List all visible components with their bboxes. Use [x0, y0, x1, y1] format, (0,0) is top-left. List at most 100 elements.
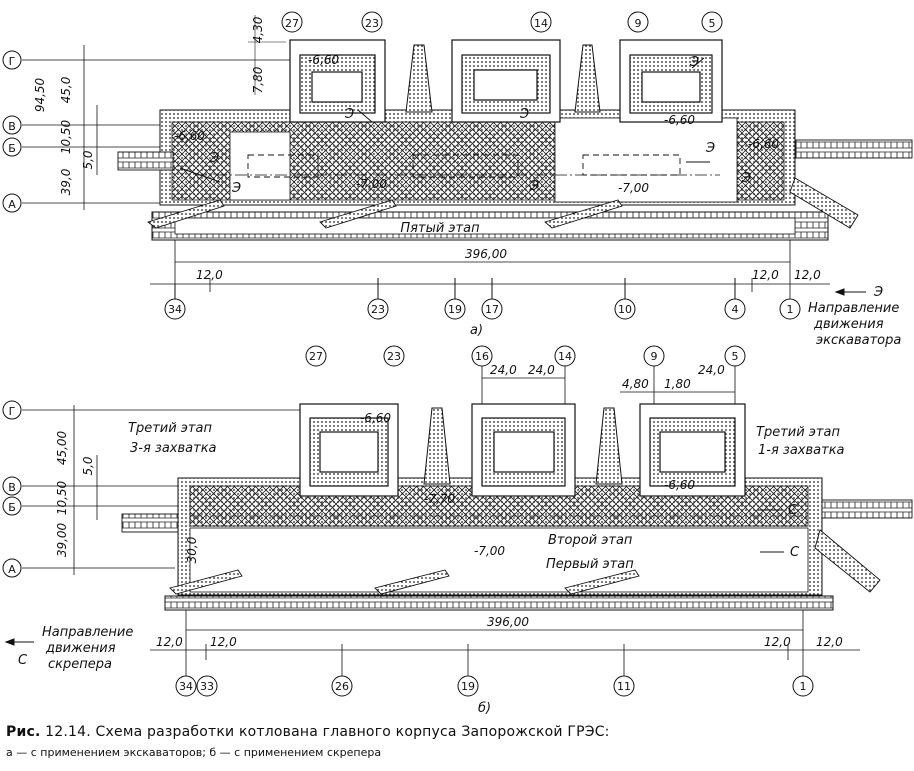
caption-title: Рис. 12.14. Схема разработки котлована г… [6, 724, 906, 740]
dim-label: 12,0 [752, 268, 779, 282]
e-mark: Э [689, 55, 699, 70]
axis-label: 16 [475, 350, 489, 363]
dim-label: 12,0 [196, 268, 223, 282]
dim-label: 10,50 [55, 480, 69, 515]
caption-subtitle: а — с применением экскаваторов; б — с пр… [6, 746, 382, 759]
e-mark: Э [529, 179, 539, 194]
axis-label: 10 [618, 303, 632, 316]
axis-label: 9 [651, 350, 658, 363]
dim-label: 24,0 [698, 363, 725, 377]
axis-letter: Г [9, 55, 16, 68]
elevation-label: -6,60 [308, 53, 339, 67]
caption-prefix: Рис. [6, 724, 41, 740]
dim-label: 39,00 [55, 522, 69, 557]
axis-label: 14 [534, 17, 548, 30]
axis-letter: Б [8, 501, 16, 514]
axis-label: 1 [800, 680, 807, 693]
elevation-label: -6,60 [664, 478, 695, 492]
axis-label: 34 [168, 303, 182, 316]
elevation-label: -6,60 [748, 137, 779, 151]
direction-letter: С [18, 653, 28, 668]
length-dimension-b [150, 610, 860, 680]
axis-label: 23 [365, 17, 379, 30]
axis-label: 26 [335, 680, 349, 693]
dim-label: 5,0 [81, 456, 95, 475]
dim-label: 1,80 [664, 377, 691, 391]
axis-label: 23 [387, 350, 401, 363]
dim-label: 12,0 [156, 635, 183, 649]
total-length: 396,00 [487, 615, 529, 629]
direction-text: Направление [808, 301, 899, 316]
direction-text: скрепера [48, 657, 112, 672]
axis-letter: Б [8, 142, 16, 155]
c-mark: С [790, 545, 800, 560]
axis-label: 19 [448, 303, 462, 316]
dim-label: 30,0 [185, 536, 199, 563]
axis-letter: А [8, 563, 16, 576]
e-mark: Э [231, 181, 241, 196]
dim-label: 45,00 [55, 430, 69, 465]
dim-label: 94,50 [33, 77, 47, 112]
axis-letter: А [8, 198, 16, 211]
axis-label: 27 [309, 350, 323, 363]
direction-arrow-b [4, 638, 34, 646]
elevation-label: -7,00 [618, 181, 649, 195]
stage-label: 3-я захватка [130, 441, 217, 456]
axis-label: 34 [179, 680, 193, 693]
dim-label: 5,0 [81, 150, 95, 169]
elevation-label: -6,60 [664, 113, 695, 127]
elevation-label: -7,00 [474, 544, 505, 558]
c-mark: С [788, 503, 798, 518]
axis-label: 14 [558, 350, 572, 363]
pit-blocks-a [289, 39, 723, 123]
dim-label: 24,0 [490, 363, 517, 377]
axis-label: 11 [617, 680, 631, 693]
stage-label: 1-я захватка [758, 443, 845, 458]
dim-label: 4,30 [251, 16, 265, 43]
axis-letters-a: Г В Б А [2, 50, 22, 213]
total-length: 396,00 [465, 247, 507, 261]
direction-arrow-a [834, 288, 866, 296]
dim-label: 12,0 [764, 635, 791, 649]
e-mark: Э [344, 107, 354, 122]
axis-lines-a [22, 15, 290, 210]
dim-label: 45,0 [59, 76, 73, 103]
panel-label: а) [470, 323, 483, 338]
dim-label: 7,80 [251, 66, 265, 93]
figure-caption: Рис. 12.14. Схема разработки котлована г… [6, 724, 906, 759]
dim-label: 39,0 [59, 168, 73, 195]
axis-label: 33 [200, 680, 214, 693]
dim-label: 12,0 [816, 635, 843, 649]
stage-label: Второй этап [548, 533, 633, 548]
rail-track-b [164, 595, 834, 611]
direction-text: экскаватора [816, 333, 901, 348]
axis-label: 5 [732, 350, 739, 363]
panel-label: б) [478, 701, 491, 716]
axis-label: 23 [371, 303, 385, 316]
e-mark: Э [519, 107, 529, 122]
dim-label: 12,0 [794, 268, 821, 282]
elevation-label: -6,60 [174, 129, 205, 143]
diagram-b: 27 23 16 14 9 5 24,0 24,0 4,80 1,80 24,0 [2, 345, 913, 716]
direction-text: Направление [42, 625, 133, 640]
axis-label: 17 [485, 303, 499, 316]
axis-label: 4 [732, 303, 739, 316]
e-mark: Э [705, 141, 715, 156]
bottom-axis-labels-a: 34 23 19 17 10 4 1 [164, 278, 801, 320]
axis-label: 19 [461, 680, 475, 693]
elevation-label: -7,70 [424, 492, 455, 506]
axis-letter: В [8, 481, 16, 494]
caption-text: Схема разработки котлована главного корп… [95, 724, 610, 740]
dim-label: 10,50 [59, 119, 73, 154]
direction-text: движения [813, 317, 884, 332]
dim-label: 24,0 [528, 363, 555, 377]
axis-label: 9 [635, 17, 642, 30]
direction-text: движения [45, 641, 116, 656]
stage-label: Третий этап [756, 425, 840, 440]
dim-label: 4,80 [622, 377, 649, 391]
e-mark: Э [741, 171, 751, 186]
caption-number: 12.14. [45, 724, 91, 740]
axis-letter: Г [9, 405, 16, 418]
top-axis-labels-a: 27 23 14 9 5 [281, 11, 723, 33]
